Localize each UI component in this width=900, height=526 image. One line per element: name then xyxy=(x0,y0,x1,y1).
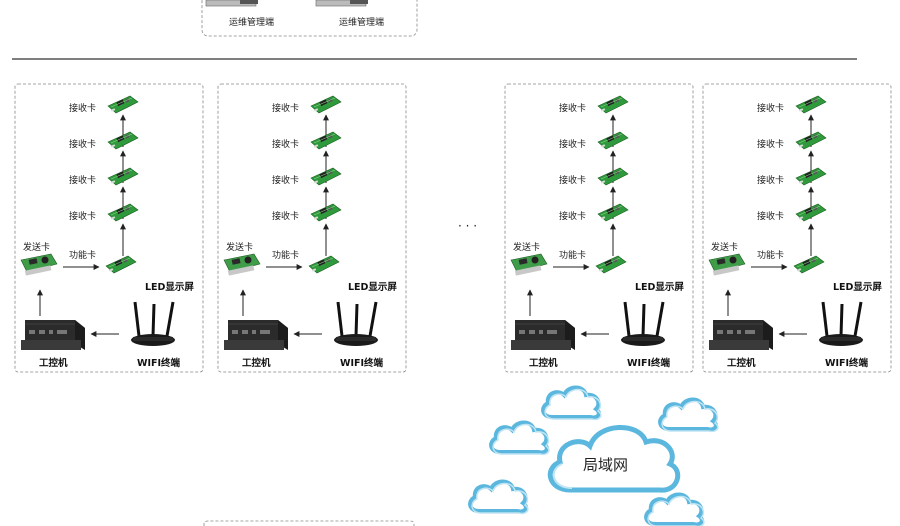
receiver-card-label: 接收卡 xyxy=(69,138,96,150)
wifi-router-icon xyxy=(129,300,177,348)
unit-border xyxy=(702,83,892,373)
wifi-terminal-label: WIFI终端 xyxy=(340,357,384,369)
admin-area-border xyxy=(201,0,418,37)
receiver-card-label: 接收卡 xyxy=(559,210,586,222)
receiver-card-label: 接收卡 xyxy=(69,210,96,222)
receiver-card-label: 接收卡 xyxy=(757,102,784,114)
sender-card-icon xyxy=(708,253,746,277)
sender-card-label: 发送卡 xyxy=(711,241,738,253)
bottom-area-border xyxy=(203,520,415,526)
unit-border xyxy=(217,83,407,373)
admin-area: 运维管理端 运维管理端 xyxy=(201,0,418,37)
receiver-card-label: 接收卡 xyxy=(272,210,299,222)
receiver-card-label: 接收卡 xyxy=(559,102,586,114)
led-screen-label: LED显示屏 xyxy=(348,282,397,293)
ellipsis: · · · xyxy=(458,219,477,233)
function-card-label: 功能卡 xyxy=(757,249,784,261)
receiver-card-label: 接收卡 xyxy=(69,174,96,186)
receiver-card-label: 接收卡 xyxy=(272,102,299,114)
cloud-icon xyxy=(541,385,603,422)
industrial-pc-icon xyxy=(708,319,774,351)
wifi-router-icon xyxy=(817,300,865,348)
led-screen-label: LED显示屏 xyxy=(833,282,882,293)
function-card-label: 功能卡 xyxy=(69,249,96,261)
receiver-card-label: 接收卡 xyxy=(757,210,784,222)
cloud-icon xyxy=(489,420,551,457)
admin-keyboard-icon xyxy=(205,0,258,7)
led-screen-label: LED显示屏 xyxy=(145,282,194,293)
industrial-pc-icon xyxy=(510,319,576,351)
industrial-pc-label: 工控机 xyxy=(39,357,68,369)
sender-card-label: 发送卡 xyxy=(513,241,540,253)
function-card-icon xyxy=(308,255,340,274)
led-screen-label: LED显示屏 xyxy=(635,282,684,293)
function-card-label: 功能卡 xyxy=(559,249,586,261)
receiver-card-label: 接收卡 xyxy=(69,102,96,114)
sender-card-label: 发送卡 xyxy=(23,241,50,253)
wifi-terminal-label: WIFI终端 xyxy=(137,357,181,369)
receiver-card-icon xyxy=(795,95,827,114)
cloud-icon xyxy=(644,492,706,526)
receiver-card-icon xyxy=(107,95,139,114)
main-cloud-icon xyxy=(547,425,681,493)
receiver-card-label: 接收卡 xyxy=(559,138,586,150)
receiver-card-label: 接收卡 xyxy=(272,138,299,150)
unit-border xyxy=(504,83,694,373)
wifi-router-icon xyxy=(619,300,667,348)
receiver-card-label: 接收卡 xyxy=(559,174,586,186)
industrial-pc-label: 工控机 xyxy=(727,357,756,369)
cloud-icon xyxy=(658,397,720,434)
admin-label: 运维管理端 xyxy=(339,16,384,28)
industrial-pc-label: 工控机 xyxy=(242,357,271,369)
receiver-card-icon xyxy=(310,95,342,114)
admin-keyboard-icon xyxy=(315,0,368,7)
wifi-router-icon xyxy=(332,300,380,348)
sender-card-label: 发送卡 xyxy=(226,241,253,253)
wifi-terminal-label: WIFI终端 xyxy=(825,357,869,369)
function-card-icon xyxy=(595,255,627,274)
sender-card-icon xyxy=(223,253,261,277)
function-card-icon xyxy=(793,255,825,274)
receiver-card-icon xyxy=(597,95,629,114)
receiver-card-label: 接收卡 xyxy=(272,174,299,186)
unit-border xyxy=(14,83,204,373)
receiver-card-label: 接收卡 xyxy=(757,138,784,150)
sender-card-icon xyxy=(20,253,58,277)
function-card-label: 功能卡 xyxy=(272,249,299,261)
lan-cloud-group: 局域网 xyxy=(468,385,720,526)
wifi-terminal-label: WIFI终端 xyxy=(627,357,671,369)
sender-card-icon xyxy=(510,253,548,277)
industrial-pc-label: 工控机 xyxy=(529,357,558,369)
industrial-pc-icon xyxy=(20,319,86,351)
industrial-pc-icon xyxy=(223,319,289,351)
cloud-icon xyxy=(468,479,530,516)
admin-label: 运维管理端 xyxy=(229,16,274,28)
function-card-icon xyxy=(105,255,137,274)
receiver-card-label: 接收卡 xyxy=(757,174,784,186)
lan-label: 局域网 xyxy=(583,456,628,474)
